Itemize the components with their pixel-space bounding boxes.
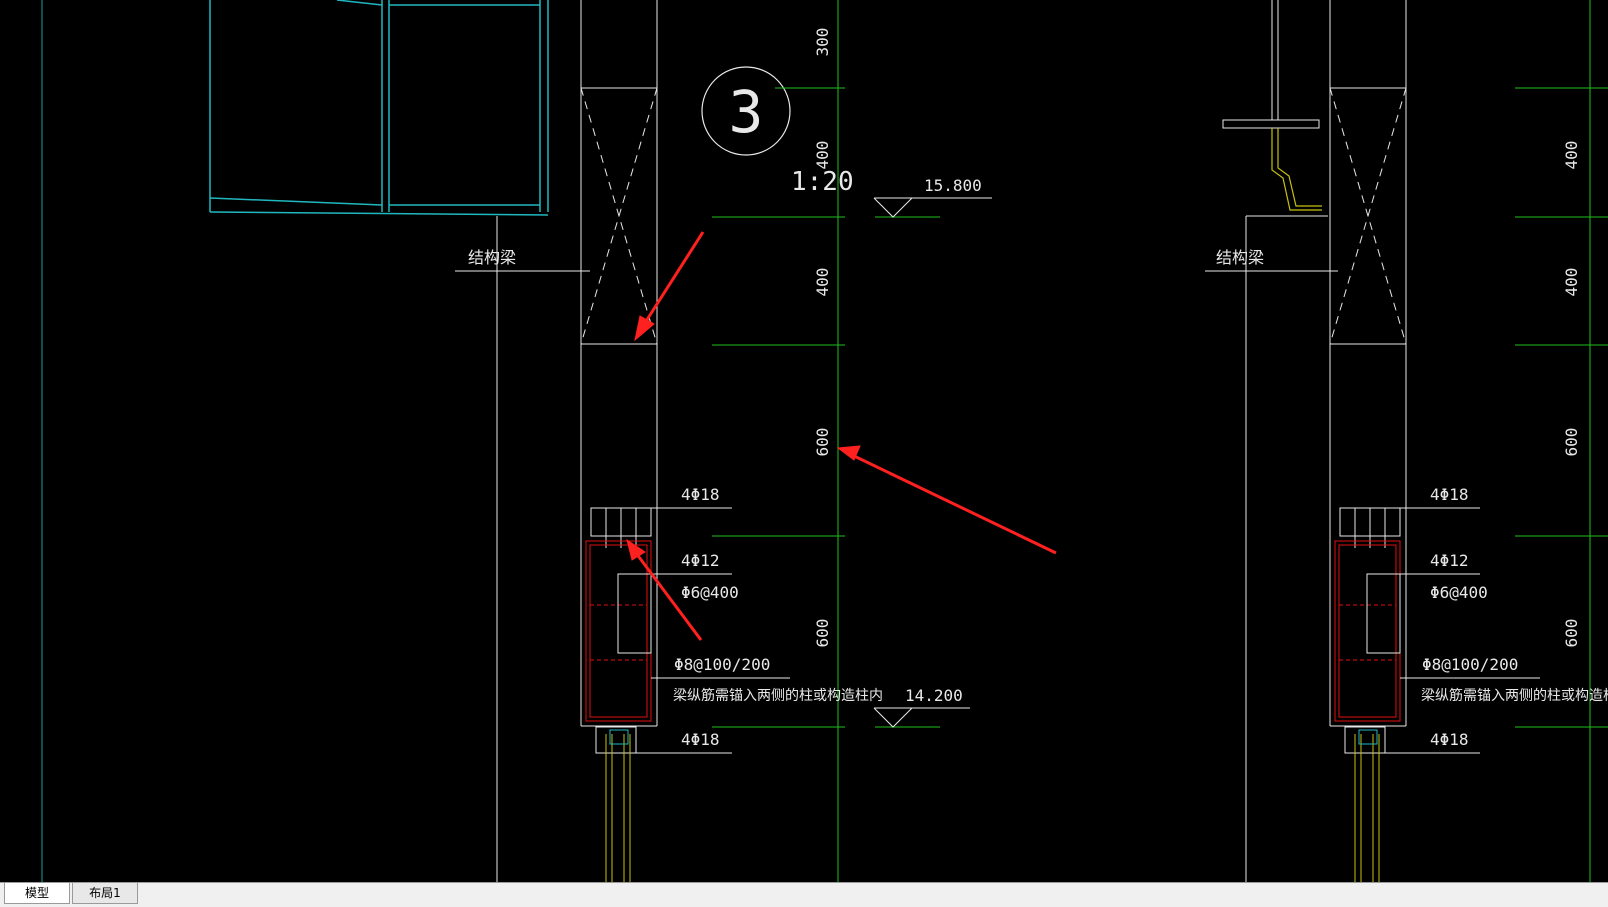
scale-label: 1:20 bbox=[791, 167, 854, 197]
elevation-lower: 14.200 bbox=[905, 686, 963, 705]
dim-text: 400 bbox=[1562, 268, 1581, 297]
elevation-marks bbox=[873, 197, 992, 728]
dim-text: 600 bbox=[1562, 428, 1581, 457]
rebar-label: 4Φ12 bbox=[1430, 551, 1469, 570]
dim-text: 600 bbox=[813, 428, 832, 457]
beam-section-left bbox=[585, 507, 652, 882]
rebar-label: 4Φ18 bbox=[1430, 730, 1469, 749]
rebar-label: 4Φ18 bbox=[681, 730, 720, 749]
cad-drawing-canvas[interactable]: 3 1:20 15.800 14.200 300 400 400 600 600 bbox=[0, 0, 1608, 882]
structural-beam-label: 结构梁 bbox=[468, 248, 516, 267]
annotation-arrow bbox=[626, 538, 703, 641]
dim-text: 600 bbox=[813, 619, 832, 648]
dim-text: 300 bbox=[813, 28, 832, 57]
beam-section-right bbox=[1334, 507, 1401, 882]
detail-number: 3 bbox=[729, 78, 764, 146]
dim-text: 400 bbox=[813, 268, 832, 297]
opening-cross bbox=[1329, 87, 1407, 345]
rebar-label: 4Φ18 bbox=[1430, 485, 1469, 504]
rebar-label: Φ6@400 bbox=[1430, 583, 1488, 602]
layout-tab-bar: 模型 布局1 bbox=[0, 882, 1608, 907]
opening-cross bbox=[580, 87, 658, 345]
window-frame bbox=[209, 0, 549, 216]
rebar-label: Φ8@100/200 bbox=[1422, 655, 1518, 674]
structure-outline-right bbox=[1205, 0, 1407, 882]
structural-beam-label: 结构梁 bbox=[1216, 248, 1264, 267]
rebar-label: Φ8@100/200 bbox=[674, 655, 770, 674]
dimension-line-left bbox=[712, 0, 940, 882]
anchor-note: 梁纵筋需锚入两侧的柱或构造柱内 bbox=[673, 687, 883, 704]
detail-circle bbox=[701, 66, 791, 156]
tab-model[interactable]: 模型 bbox=[4, 883, 70, 904]
dim-text: 400 bbox=[1562, 141, 1581, 170]
rebar-label: Φ6@400 bbox=[681, 583, 739, 602]
dim-text: 600 bbox=[1562, 619, 1581, 648]
tab-layout1[interactable]: 布局1 bbox=[72, 883, 138, 904]
rebar-label: 4Φ18 bbox=[681, 485, 720, 504]
leader-lines-right bbox=[1385, 507, 1540, 754]
anchor-note: 梁纵筋需锚入两侧的柱或构造柱内 bbox=[1421, 687, 1608, 704]
elevation-upper: 15.800 bbox=[924, 176, 982, 195]
gutter-profile bbox=[1271, 128, 1322, 211]
structure-outline-left bbox=[455, 0, 658, 882]
dimension-line-right bbox=[1515, 0, 1608, 882]
annotation-arrow bbox=[836, 445, 1057, 555]
leader-lines-left bbox=[636, 507, 790, 754]
dim-text: 400 bbox=[813, 141, 832, 170]
annotation-arrows bbox=[626, 231, 1057, 641]
annotation-arrow bbox=[634, 231, 705, 342]
rebar-label: 4Φ12 bbox=[681, 551, 720, 570]
